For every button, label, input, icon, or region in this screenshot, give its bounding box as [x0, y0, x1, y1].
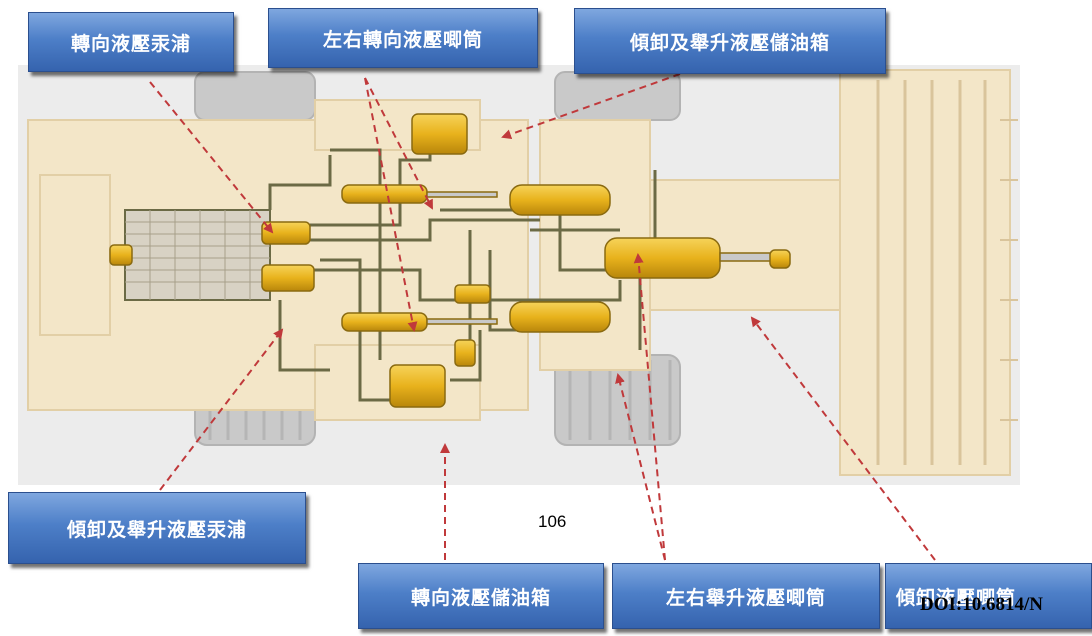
- lift-cylinder-right: [510, 302, 610, 332]
- control-valve: [455, 285, 490, 303]
- label-lift-cylinders: 左右舉升液壓唧筒: [612, 563, 880, 629]
- dump-cylinder-end: [770, 250, 790, 268]
- label-steering-cylinders: 左右轉向液壓唧筒: [268, 8, 538, 68]
- lift-cylinder-left: [510, 185, 610, 215]
- label-steering-tank: 轉向液壓儲油箱: [358, 563, 604, 629]
- steering-rod-right: [427, 319, 497, 324]
- label-dump-lift-pump: 傾卸及舉升液壓汞浦: [8, 492, 306, 564]
- steering-cylinder-left: [342, 185, 427, 203]
- counterweight: [40, 175, 110, 335]
- page-number: 106: [538, 512, 566, 532]
- tire-rear-left: [195, 72, 315, 120]
- dump-lift-tank-shape: [412, 114, 467, 154]
- steering-pump-shape: [262, 222, 310, 244]
- steering-tank-shape: [390, 365, 445, 407]
- steering-rod-left: [427, 192, 497, 197]
- radiator: [125, 210, 270, 300]
- dump-cylinder: [605, 238, 720, 278]
- rear-fitting: [110, 245, 132, 265]
- label-steering-pump: 轉向液壓汞浦: [28, 12, 234, 72]
- label-dump-lift-tank: 傾卸及舉升液壓儲油箱: [574, 8, 886, 74]
- doi-label: DOI:10.6814/N: [920, 594, 1043, 616]
- dump-lift-pump-shape: [262, 265, 314, 291]
- valve-block: [455, 340, 475, 366]
